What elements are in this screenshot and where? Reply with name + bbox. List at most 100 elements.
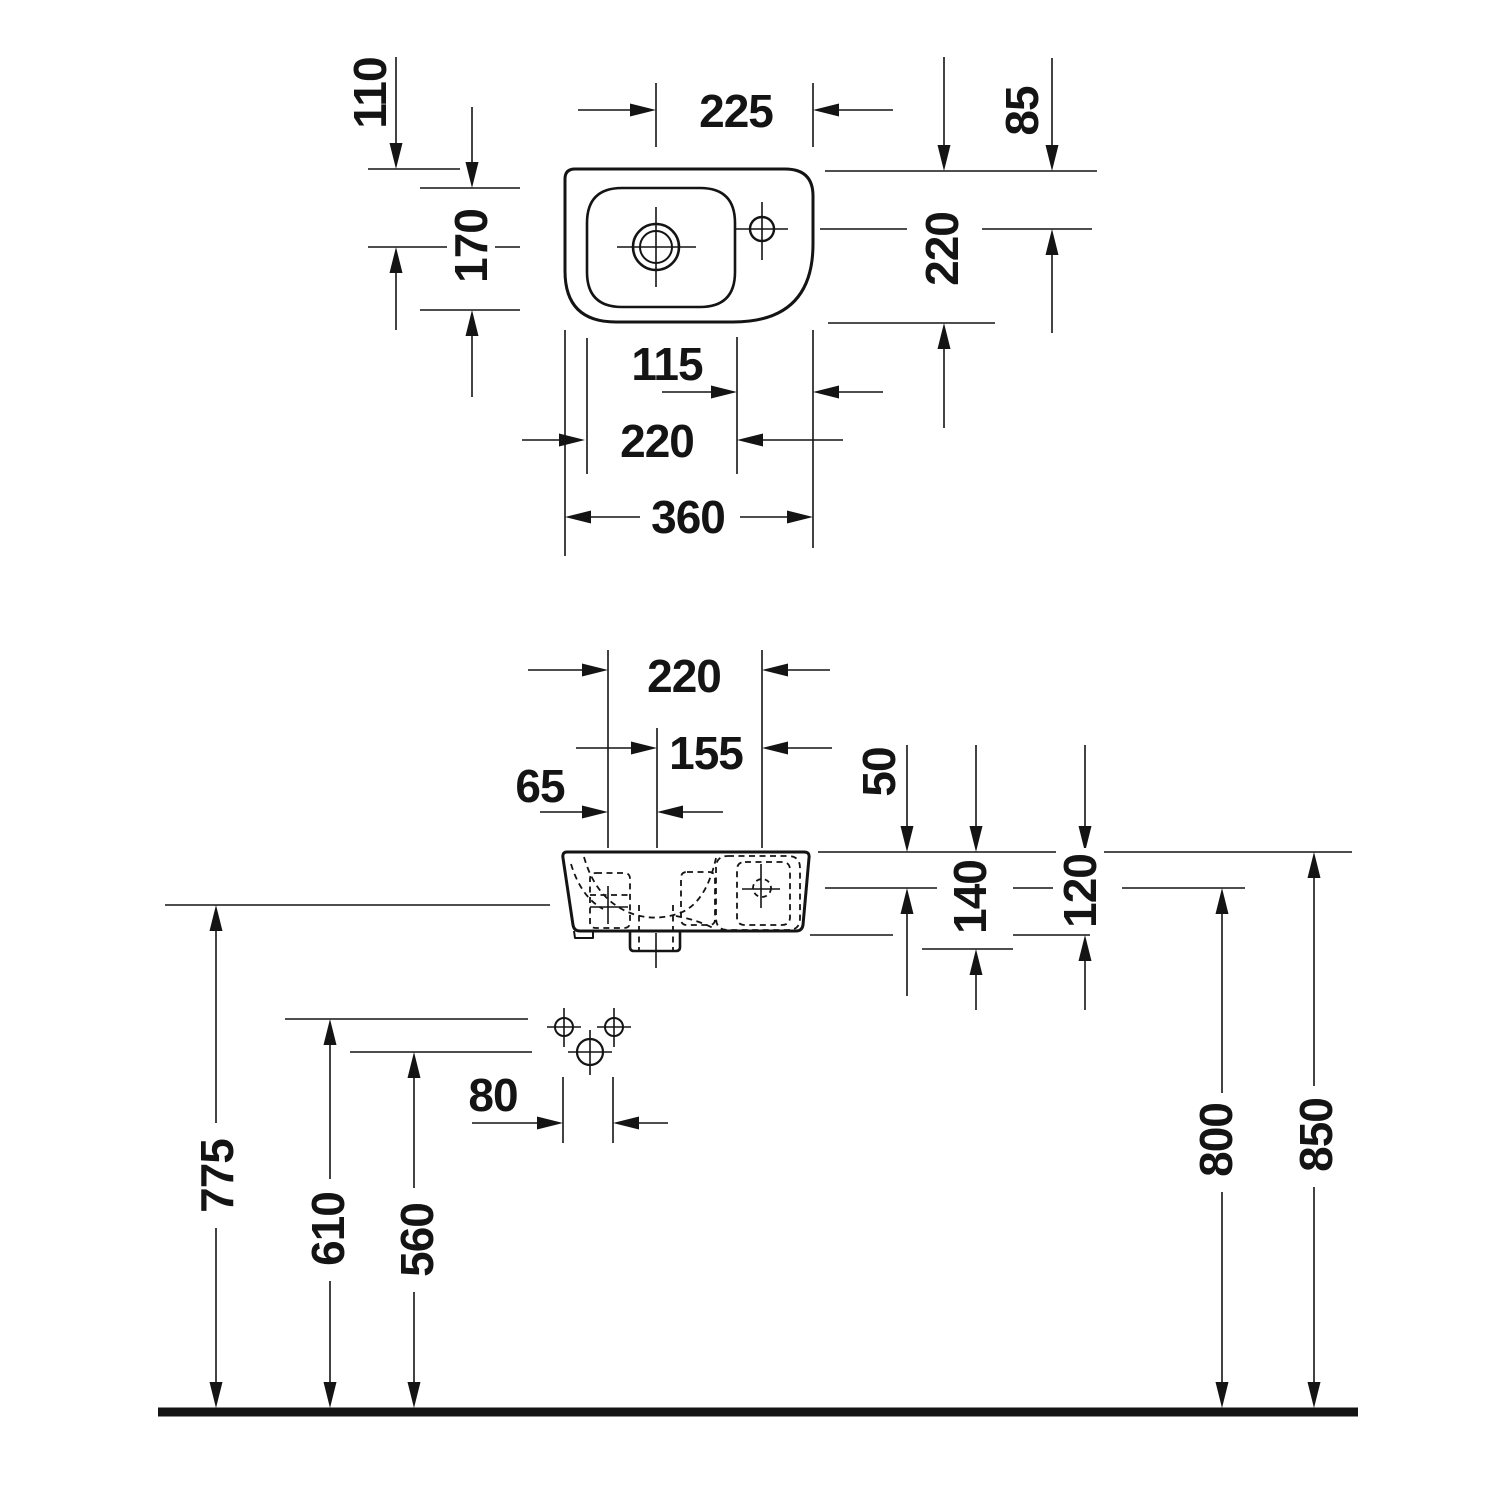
wall-drain-outlet [575,1037,605,1067]
dimension-value: 140 [944,860,996,934]
dimension-arrow [762,663,830,677]
dimension-arrow [900,888,914,996]
dimension-label-65: 65 [510,760,570,812]
dimension-label-775: 775 [191,1133,243,1219]
arrowhead-icon [1215,888,1229,914]
front-view-outline [561,850,811,933]
arrowhead-icon [900,888,914,914]
arrowhead-icon [657,805,683,819]
dimension-arrow [472,1116,563,1130]
label-mask [946,854,994,940]
tap-deck-hidden [715,855,801,931]
bowl-hidden-curve-right [675,915,716,930]
dimension-arrow [407,1052,421,1188]
dimension-arrow [900,745,914,852]
drain-inner [639,230,673,264]
dimension-value: 220 [647,650,721,702]
drain-outer [631,222,681,272]
dimension-arrow [540,805,608,819]
dimension-arrow [662,385,737,399]
dimension-label-220: 220 [916,206,968,292]
dimension-arrow [578,103,656,117]
dimension-value: 610 [302,1192,354,1266]
dimension-value: 115 [631,338,703,390]
label-mask [1056,848,1104,934]
label-mask [304,1186,352,1272]
arrowhead-icon [565,510,591,524]
front-view-left-foot [573,930,594,939]
arrowhead-icon [813,103,839,117]
hidden-detail-lines [570,855,801,951]
arrowhead-icon [1045,229,1059,255]
dimension-value: 80 [468,1069,517,1121]
dimension-value: 110 [344,57,396,128]
dimension-arrow [937,323,951,428]
dimension-label-800: 800 [1190,1097,1242,1183]
dimension-value: 360 [651,491,725,543]
dimension-value: 800 [1190,1103,1242,1177]
label-mask [614,417,700,465]
arrowhead-icon [969,949,983,975]
part-outlines [561,167,815,953]
arrowhead-icon [1078,935,1092,961]
dimension-arrow [323,1281,337,1408]
dimension-value: 65 [515,760,565,812]
label-mask [510,762,570,810]
dimension-label-225: 225 [693,85,779,137]
dimension-arrow [969,745,983,852]
arrowhead-icon [1307,1382,1321,1408]
arrowhead-icon [613,1116,639,1130]
arrowhead-icon [711,385,737,399]
bowl-hidden-curve-left [570,863,604,910]
dimension-value: 170 [445,209,497,283]
label-mask [918,206,966,292]
top-view-bowl [585,186,737,309]
dimension-label-220: 220 [614,415,700,467]
dimension-value: 220 [620,415,694,467]
dimension-label-115: 115 [624,338,710,390]
arrowhead-icon [1045,145,1059,171]
arrowhead-icon [323,1019,337,1045]
label-mask [463,1071,523,1119]
arrowhead-icon [900,826,914,852]
dimension-value: 775 [191,1139,243,1213]
arrowhead-icon [559,433,585,447]
arrowhead-icon [323,1382,337,1408]
dimension-value: 850 [1290,1098,1342,1172]
arrowhead-icon [537,1116,563,1130]
dimension-arrow [762,741,832,755]
arrowhead-icon [937,323,951,349]
dimension-label-170: 170 [445,203,497,289]
arrowhead-icon [969,826,983,852]
label-mask [1292,1092,1340,1178]
dimension-arrow [465,310,479,397]
fixing-pocket-left [589,872,631,929]
dimension-arrow [1045,229,1059,333]
arrowhead-icon [1078,826,1092,852]
label-mask [855,742,903,802]
wall-fixing-hole-left [554,1017,574,1037]
bowl-hidden-curve [583,856,717,919]
arrowhead-icon [1215,1382,1229,1408]
dimension-arrow [565,510,640,524]
label-mask [1192,1097,1240,1183]
label-mask [693,87,779,135]
label-mask [624,340,710,388]
arrowhead-icon [389,143,403,169]
arrowhead-icon [209,905,223,931]
dimension-arrow [657,805,723,819]
dimension-label-850: 850 [1290,1092,1342,1178]
arrowhead-icon [1307,852,1321,878]
dimension-arrow [389,247,403,330]
dimension-arrow [937,57,951,171]
dimension-label-155: 155 [663,727,749,779]
dimension-arrow [528,663,608,677]
arrowhead-icon [630,103,656,117]
wall-fixing-hole-right [604,1017,624,1037]
arrowhead-icon [762,663,788,677]
dimension-arrow [209,905,223,1123]
dimension-label-360: 360 [645,491,731,543]
arrowhead-icon [582,805,608,819]
extension-lines [165,83,1352,1143]
